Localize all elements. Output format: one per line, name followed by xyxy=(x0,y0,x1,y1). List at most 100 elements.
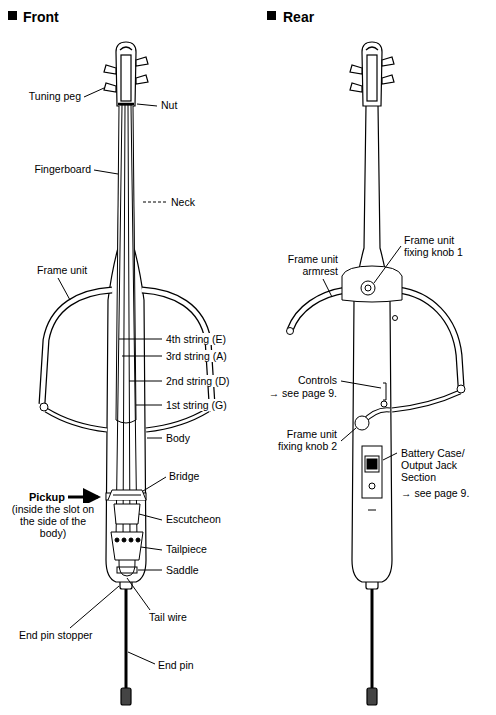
part-label: Tuning peg xyxy=(28,90,82,102)
drawing-line xyxy=(123,105,125,540)
drawing-line xyxy=(116,105,122,540)
part-label: Saddle xyxy=(165,564,200,576)
drawing-line xyxy=(68,496,98,499)
drawing-line xyxy=(128,652,155,664)
part-note: (inside the slot on the side of the body… xyxy=(6,503,100,539)
drawing-path xyxy=(136,75,148,84)
drawing-rect xyxy=(121,688,131,705)
drawing-circle xyxy=(393,316,398,321)
part-label: Tail wire xyxy=(148,611,188,623)
part-label: 2nd string (D) xyxy=(165,375,231,387)
drawing-line xyxy=(323,279,332,297)
part-label: Bridge xyxy=(168,470,200,482)
drawing-line xyxy=(368,510,376,511)
drawing-path xyxy=(146,410,208,430)
drawing-rect xyxy=(365,456,379,472)
drawing-path xyxy=(42,290,112,404)
part-label: Pickup xyxy=(28,490,66,504)
drawing-circle xyxy=(129,538,133,542)
drawing-circle xyxy=(457,385,465,393)
part-label: End pin stopper xyxy=(18,629,94,641)
part-label: Body xyxy=(165,432,191,444)
part-label: Escutcheon xyxy=(165,513,222,525)
drawing-rect xyxy=(367,459,377,469)
drawing-line xyxy=(147,438,162,439)
drawing-path xyxy=(136,57,148,66)
drawing-line xyxy=(118,103,134,106)
drawing-circle xyxy=(287,328,294,335)
drawing-line xyxy=(122,356,162,357)
part-label: Frame unit armrest xyxy=(273,253,339,277)
drawing-circle xyxy=(369,483,375,489)
drawing-circle xyxy=(136,538,140,542)
drawing-circle xyxy=(115,538,119,542)
drawing-path xyxy=(106,105,146,582)
cello-body-outline xyxy=(104,42,148,705)
drawing-line xyxy=(58,278,70,300)
view-heading: Front xyxy=(22,9,60,26)
part-label: Tailpiece xyxy=(165,543,208,555)
part-label: Fingerboard xyxy=(33,163,92,175)
drawing-line xyxy=(383,453,397,460)
drawing-path xyxy=(104,83,116,92)
drawing-line xyxy=(113,495,141,496)
drawing-line xyxy=(341,428,356,441)
drawing-path xyxy=(104,65,116,74)
drawing-path xyxy=(398,290,461,386)
drawing-path xyxy=(392,392,460,410)
view-heading: Rear xyxy=(282,9,315,26)
heading-square xyxy=(267,11,276,20)
drawing-circle xyxy=(122,538,126,542)
drawing-path xyxy=(383,383,386,400)
heading-square xyxy=(8,11,17,20)
drawing-line xyxy=(131,105,137,540)
part-label: 3rd string (A) xyxy=(165,350,228,362)
drawing-path xyxy=(146,410,208,430)
drawing-line xyxy=(119,339,162,340)
drawing-line xyxy=(127,578,150,610)
part-label: End pin xyxy=(157,659,195,671)
drawing-line xyxy=(137,104,157,106)
drawing-path xyxy=(108,490,146,500)
drawing-line xyxy=(129,381,162,382)
drawing-line xyxy=(341,381,381,388)
drawing-line xyxy=(143,477,166,491)
drawing-line xyxy=(125,588,128,690)
drawing-circle xyxy=(355,416,369,430)
drawing-line xyxy=(94,170,118,174)
drawing-rect xyxy=(121,55,131,101)
drawing-path xyxy=(392,392,460,410)
drawing-line xyxy=(128,105,130,540)
drawing-path xyxy=(46,410,107,430)
page-reference: → see page 9. xyxy=(268,387,338,399)
drawing-circle xyxy=(40,403,48,411)
part-label: Nut xyxy=(160,99,178,111)
drawing-use xyxy=(350,42,394,705)
drawing-path xyxy=(46,410,107,430)
drawing-path xyxy=(398,290,461,386)
drawing-line xyxy=(84,88,104,97)
drawing-path xyxy=(111,532,143,560)
part-label: 1st string (G) xyxy=(165,399,228,411)
drawing-line xyxy=(139,514,162,520)
drawing-path xyxy=(290,290,346,330)
drawing-circle xyxy=(361,281,375,295)
drawing-path xyxy=(116,42,136,106)
drawing-line xyxy=(138,570,162,571)
drawing-line xyxy=(374,246,401,283)
drawing-path xyxy=(119,560,135,576)
drawing-path xyxy=(114,504,140,524)
part-label: 4th string (E) xyxy=(165,333,227,345)
drawing-line xyxy=(141,547,162,550)
drawing-line xyxy=(70,586,119,628)
drawing-path xyxy=(342,266,402,302)
drawing-line xyxy=(136,405,162,406)
drawing-circle xyxy=(365,285,371,291)
drawing-path xyxy=(120,47,132,50)
part-label: Controls xyxy=(297,374,338,386)
drawing-path xyxy=(290,290,346,330)
drawing-line xyxy=(143,202,167,203)
part-label: Neck xyxy=(170,196,196,208)
